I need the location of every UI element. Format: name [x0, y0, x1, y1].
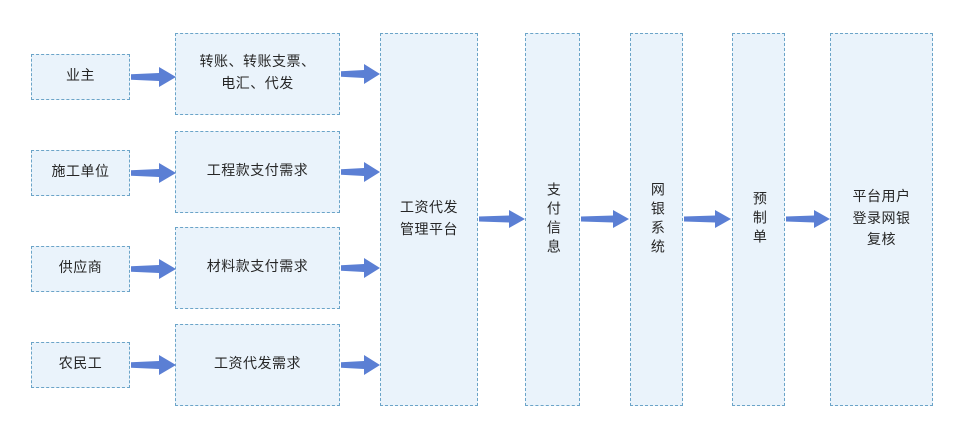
arrow-material-payment-to-platform [341, 253, 381, 283]
arrow-salary-payment-to-platform [341, 350, 381, 380]
node-contractor[interactable]: 施工单位 [31, 150, 130, 196]
node-payment-info[interactable]: 支付信息 [525, 33, 580, 406]
node-project-payment-label: 工程款支付需求 [206, 163, 309, 180]
node-supplier-label: 供应商 [58, 260, 103, 277]
arrow-worker-to-salary-payment [131, 350, 177, 380]
arrow-transfer-methods-to-platform [341, 59, 381, 89]
node-salary-payment-label: 工资代发需求 [214, 356, 301, 373]
arrow-platform-to-payment-info [479, 206, 526, 232]
node-user-review-label: 平台用户 登录网银 复核 [852, 188, 911, 249]
node-supplier[interactable]: 供应商 [31, 246, 130, 292]
node-payment-info-label: 支付信息 [544, 181, 561, 258]
arrow-payment-info-to-ebank-system [581, 206, 630, 232]
node-owner-label: 业主 [66, 68, 95, 85]
arrow-project-payment-to-platform [341, 157, 381, 187]
node-material-payment-label: 材料款支付需求 [206, 259, 309, 276]
node-transfer-methods[interactable]: 转账、转账支票、 电汇、代发 [175, 33, 340, 115]
arrow-supplier-to-material-payment [131, 254, 177, 284]
node-transfer-methods-label: 转账、转账支票、 电汇、代发 [199, 54, 316, 92]
node-worker[interactable]: 农民工 [31, 342, 130, 388]
node-material-payment[interactable]: 材料款支付需求 [175, 227, 340, 309]
node-prefab-order[interactable]: 预制单 [732, 33, 785, 406]
arrow-prefab-order-to-user-review [786, 206, 831, 232]
node-prefab-order-label: 预制单 [750, 191, 767, 248]
arrow-contractor-to-project-payment [131, 158, 177, 188]
node-worker-label: 农民工 [58, 356, 103, 373]
node-ebank-system-label: 网银系统 [648, 181, 665, 258]
node-platform-label: 工资代发 管理平台 [400, 199, 458, 238]
node-contractor-label: 施工单位 [51, 164, 110, 181]
node-project-payment[interactable]: 工程款支付需求 [175, 131, 340, 213]
node-user-review[interactable]: 平台用户 登录网银 复核 [830, 33, 933, 406]
node-salary-payment[interactable]: 工资代发需求 [175, 324, 340, 406]
arrow-ebank-system-to-prefab-order [684, 206, 732, 232]
node-platform[interactable]: 工资代发 管理平台 [380, 33, 478, 406]
node-owner[interactable]: 业主 [31, 54, 130, 100]
node-ebank-system[interactable]: 网银系统 [630, 33, 683, 406]
arrow-owner-to-transfer-methods [131, 62, 177, 92]
